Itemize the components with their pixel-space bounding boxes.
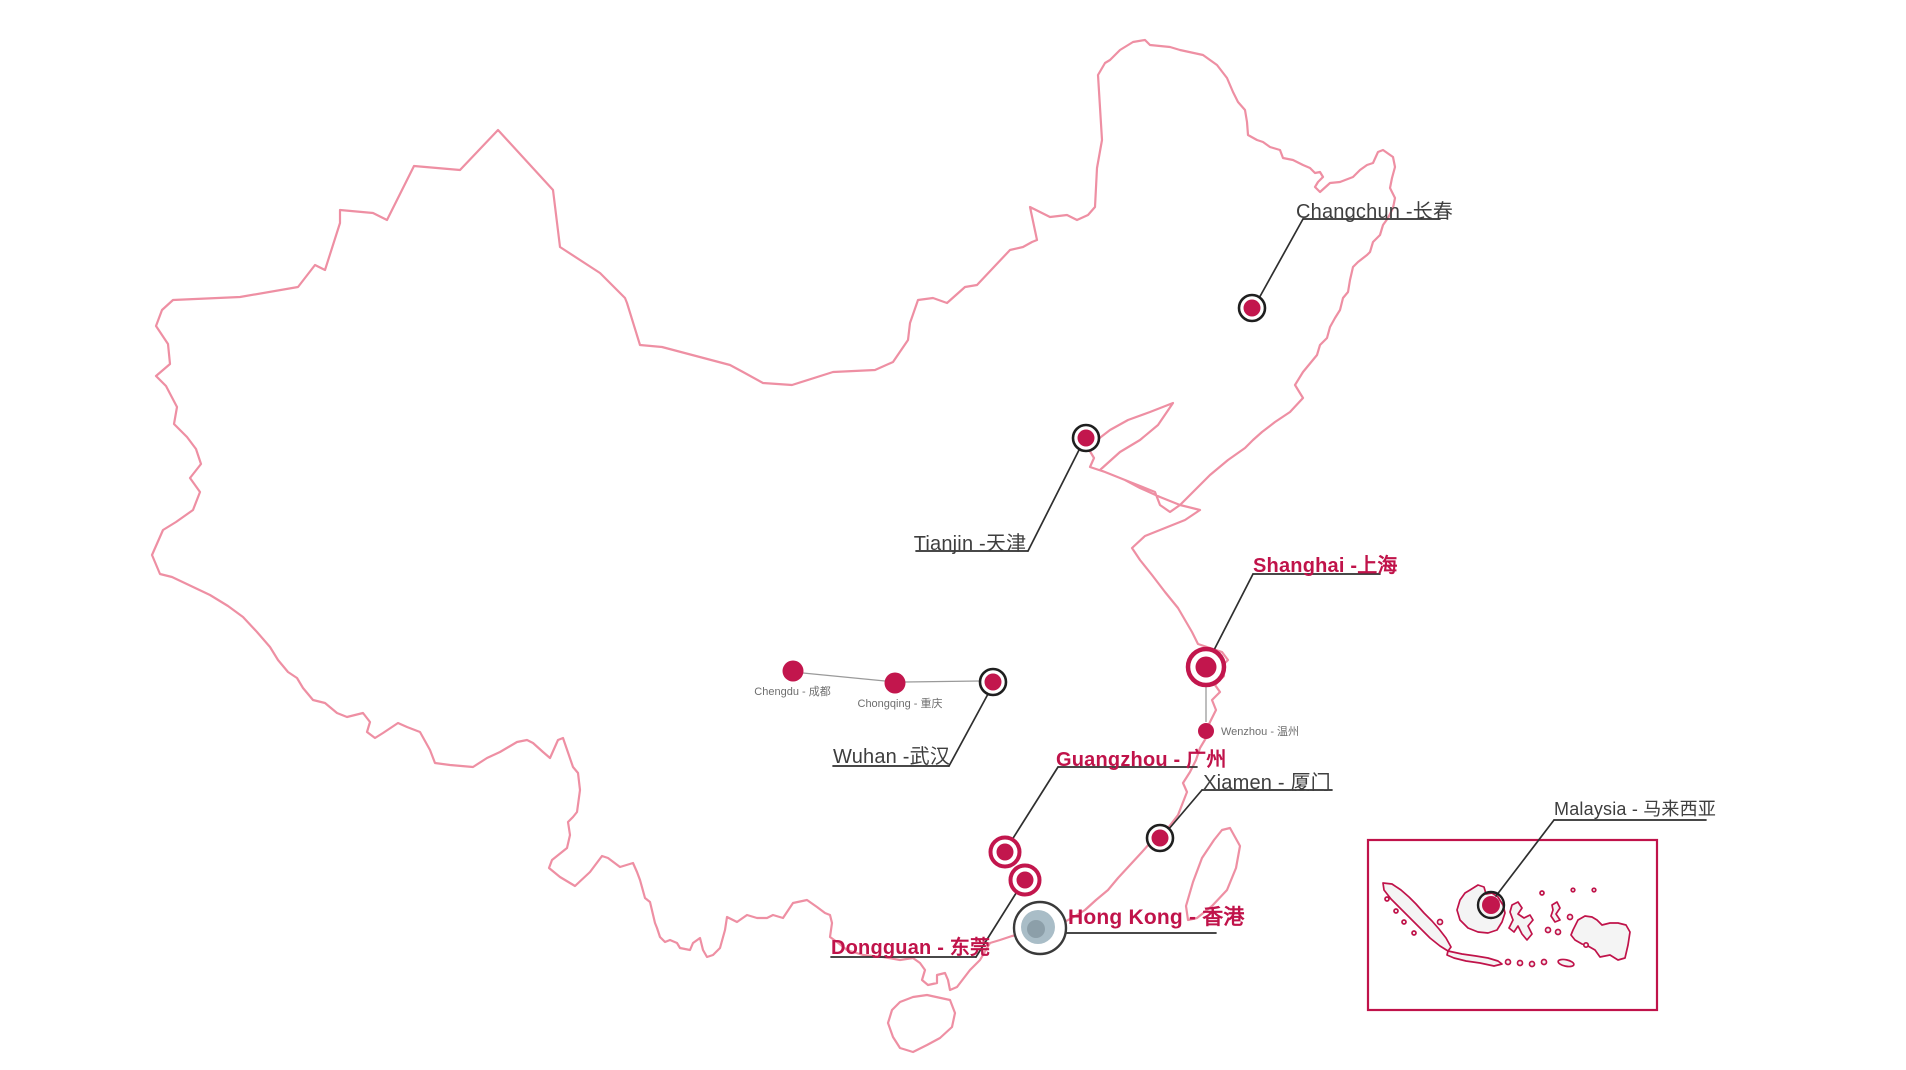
label-dongguan: Dongguan - 东莞 <box>831 937 991 959</box>
marker-hong-kong <box>1012 900 1068 956</box>
china-outline <box>150 38 1397 1054</box>
connector-chengdu-chongqing <box>802 672 886 682</box>
label-shanghai: Shanghai -上海 <box>1253 555 1398 577</box>
label-guangzhou: Guangzhou - 广州 <box>1056 749 1227 771</box>
marker-xiamen <box>1145 823 1175 853</box>
marker-dongguan <box>1008 863 1042 897</box>
leader-wuhan <box>948 693 989 767</box>
connector-chongqing-wuhan <box>904 680 981 683</box>
marker-wenzhou <box>1198 723 1214 739</box>
timor <box>1557 958 1575 968</box>
sulawesi <box>1508 901 1534 941</box>
leader-lines <box>830 218 1707 958</box>
leader-malaysia <box>1495 819 1555 897</box>
label-hong-kong: Hong Kong - 香港 <box>1068 906 1245 929</box>
leader-changchun <box>1257 218 1304 301</box>
label-chongqing: Chongqing - 重庆 <box>857 698 943 710</box>
marker-wuhan <box>978 667 1008 697</box>
marker-malaysia <box>1476 890 1506 920</box>
taiwan-island <box>1184 826 1242 922</box>
marker-guangzhou <box>988 835 1022 869</box>
label-wuhan: Wuhan -武汉 <box>833 746 951 768</box>
leader-xiamen <box>1167 789 1203 831</box>
sumatra <box>1382 882 1452 952</box>
leader-guangzhou <box>1009 766 1059 844</box>
label-tianjin: Tianjin -天津 <box>913 533 1027 555</box>
leader-tianjin <box>1027 449 1080 552</box>
java <box>1446 950 1503 967</box>
leader-shanghai <box>1212 573 1254 653</box>
marker-shanghai <box>1185 646 1227 688</box>
label-changchun: Changchun -长春 <box>1296 201 1454 223</box>
gray-connectors <box>802 672 1207 722</box>
halmahera <box>1550 901 1561 923</box>
label-wenzhou: Wenzhou - 温州 <box>1221 726 1300 738</box>
label-malaysia: Malaysia - 马来西亚 <box>1554 799 1717 819</box>
marker-changchun <box>1237 293 1267 323</box>
marker-chengdu <box>782 660 804 682</box>
label-xiamen: Xiamen - 厦门 <box>1203 772 1331 794</box>
marker-chongqing <box>884 672 906 694</box>
leader-dongguan <box>975 889 1019 958</box>
hainan-island <box>886 993 957 1054</box>
marker-tianjin <box>1071 423 1101 453</box>
city-markers <box>782 293 1506 956</box>
inset-map <box>1366 838 1659 1012</box>
label-chengdu: Chengdu - 成都 <box>754 686 831 698</box>
